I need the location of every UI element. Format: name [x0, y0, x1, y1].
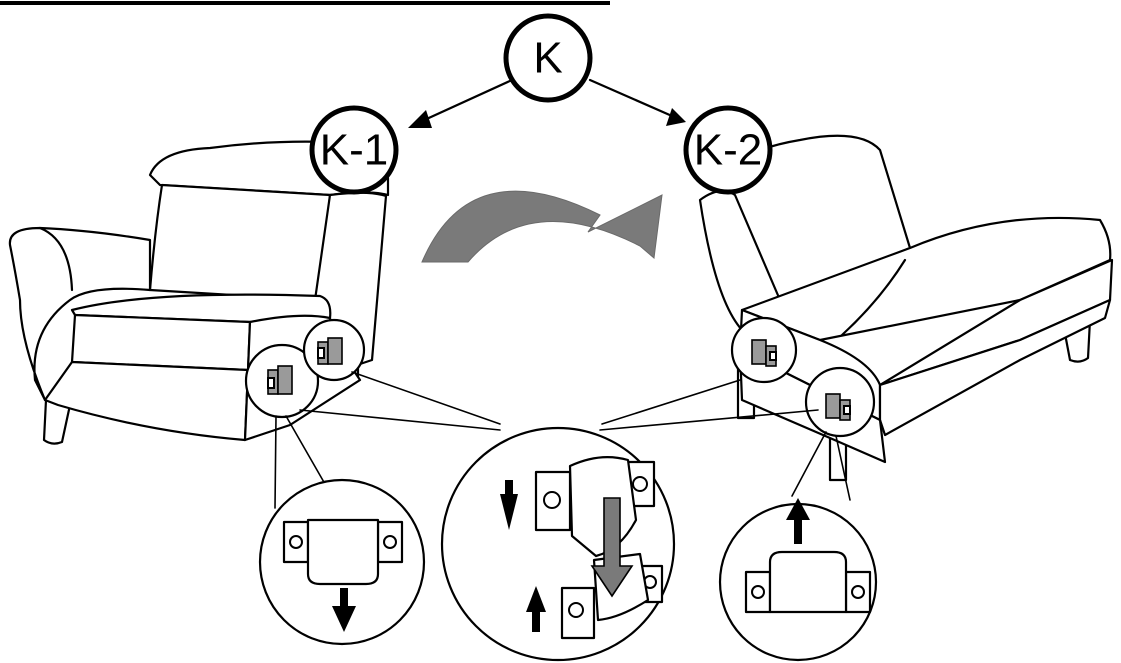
callout-k2-label: K-2	[694, 126, 762, 175]
right-connector-icon-2	[825, 393, 851, 421]
callout-k1-label: K-1	[320, 126, 388, 175]
callout-k1: K-1	[309, 105, 399, 195]
callout-arrows	[408, 78, 686, 128]
zoom-center-connector	[440, 426, 676, 662]
rotation-arrow	[421, 190, 663, 263]
right-sofa-section	[698, 134, 1114, 482]
callout-k-label: K	[533, 34, 562, 83]
zoom-right-connector	[718, 498, 878, 662]
left-connector-icon-2	[317, 337, 343, 365]
left-sofa-section	[8, 140, 390, 445]
callout-k: K	[503, 13, 593, 103]
leader-lines	[274, 371, 851, 509]
right-connector-icon-1	[751, 339, 777, 367]
zoom-left-connector	[258, 478, 426, 646]
left-connector-icon-1	[267, 365, 293, 395]
callout-k2: K-2	[683, 105, 773, 195]
